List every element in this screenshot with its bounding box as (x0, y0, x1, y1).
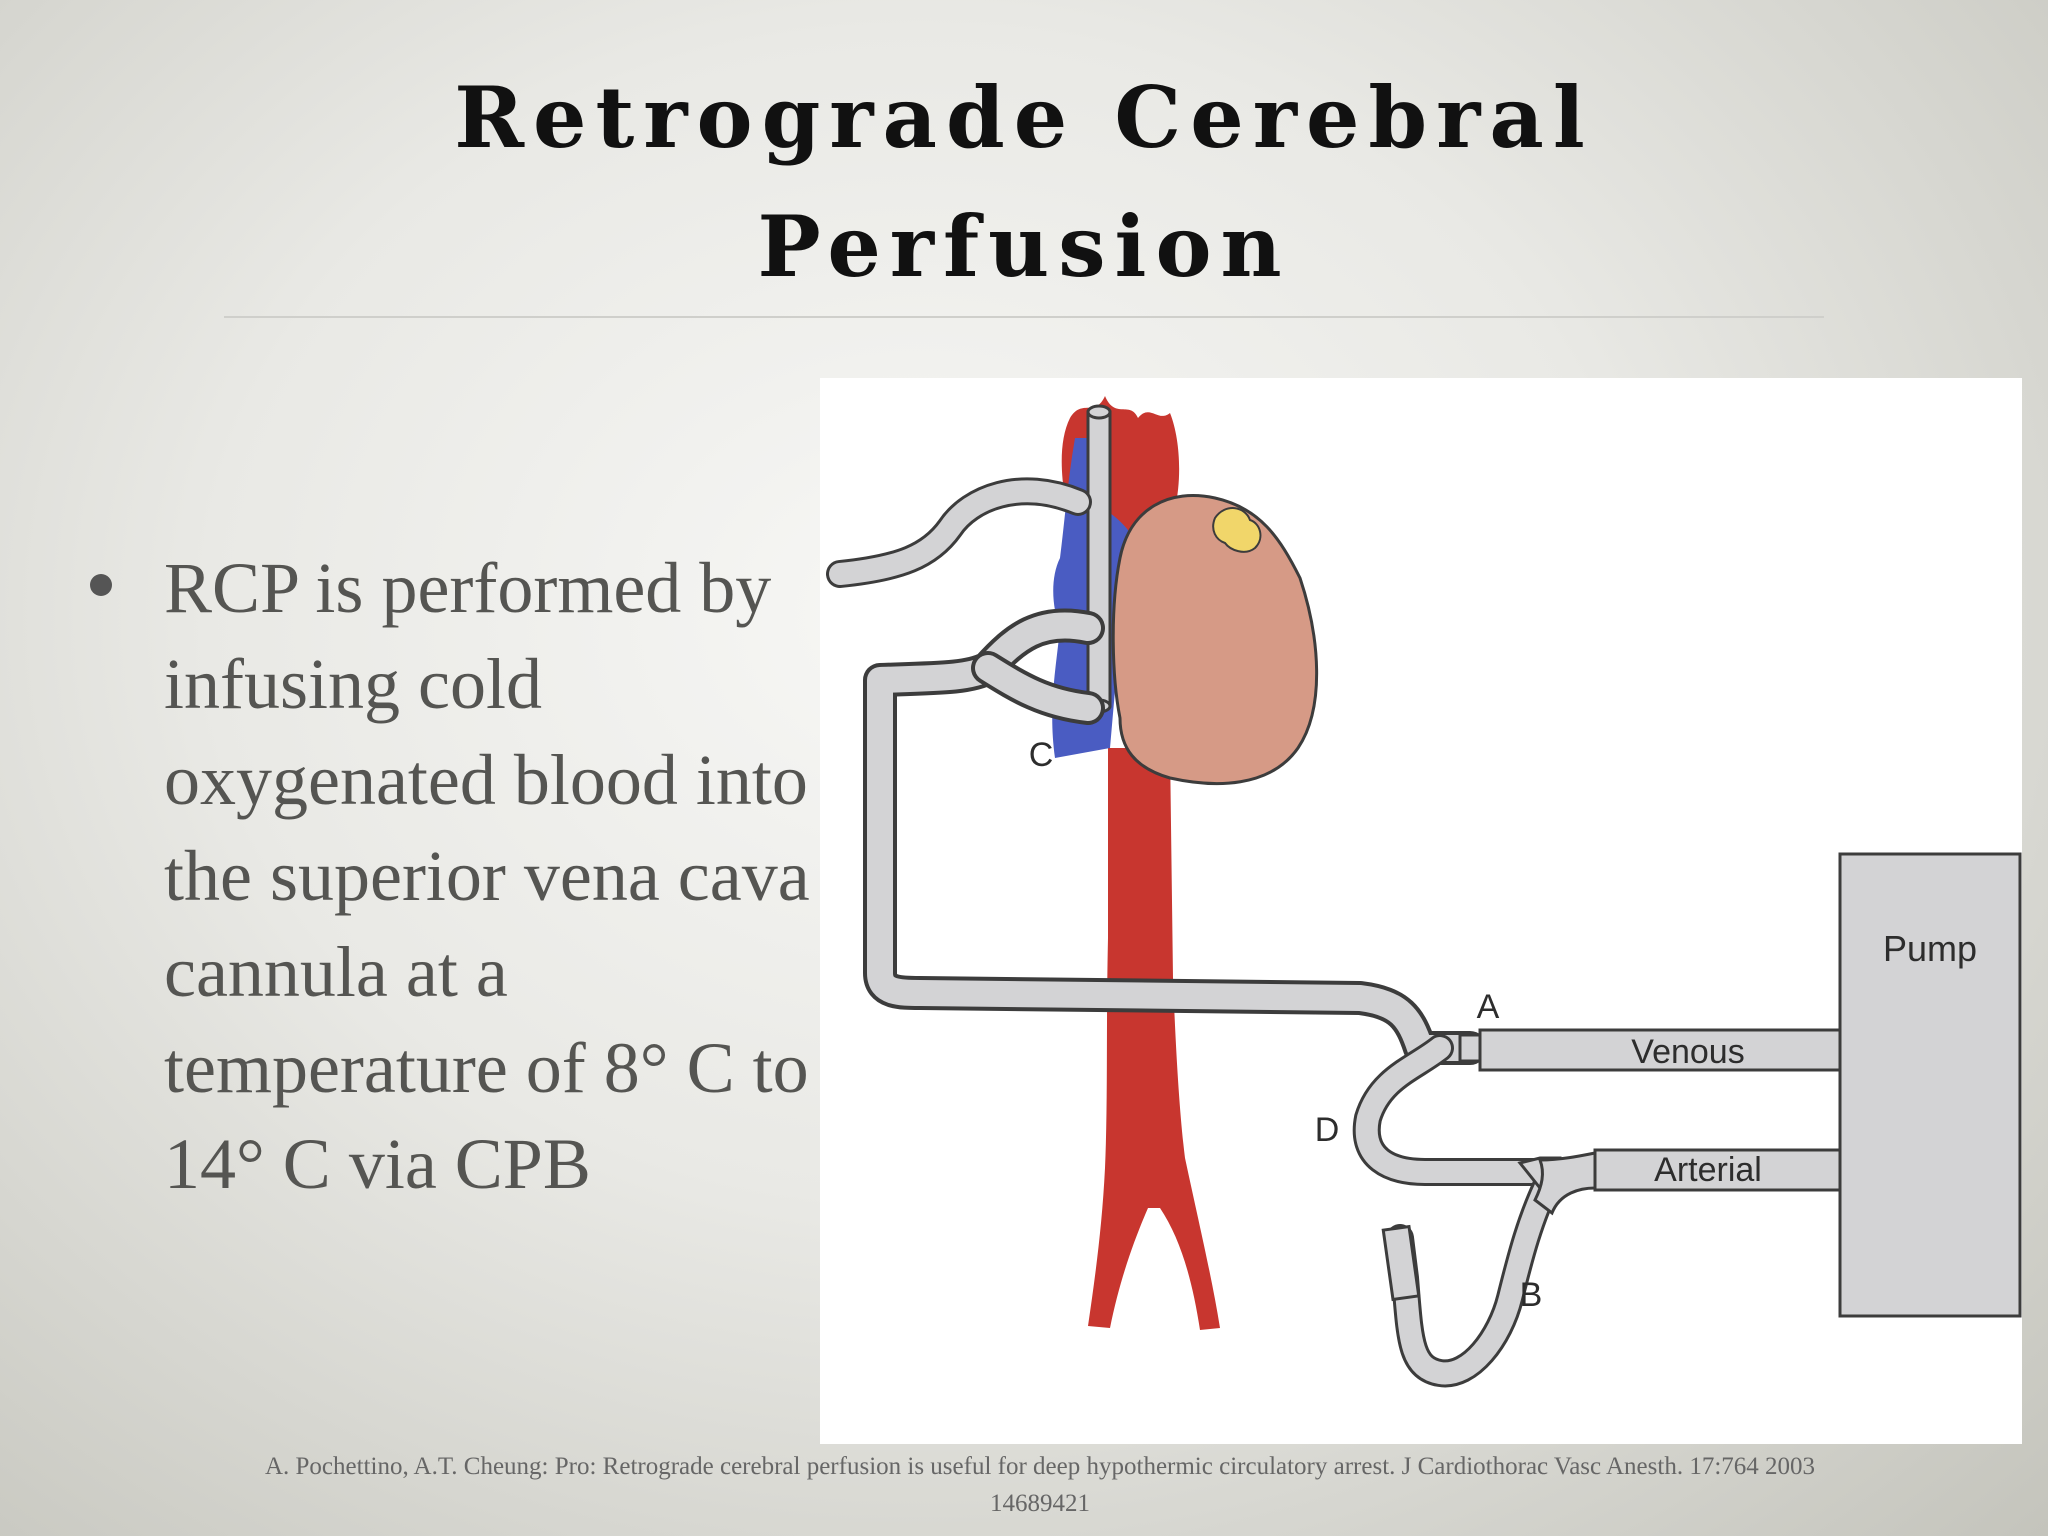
citation-line-2: 14689421 (990, 1490, 1090, 1517)
heart (1111, 494, 1319, 786)
rcp-circuit-diagram: Pump Venous Arterial A B C D (820, 378, 2022, 1444)
label-arterial: Arterial (1654, 1151, 1762, 1189)
label-c: C (1029, 736, 1054, 774)
citation: A. Pochettino, A.T. Cheung: Pro: Retrogr… (80, 1448, 2000, 1522)
fat-pad (1212, 507, 1262, 553)
citation-line-1: A. Pochettino, A.T. Cheung: Pro: Retrogr… (264, 1453, 1816, 1480)
label-venous: Venous (1631, 1033, 1744, 1071)
bypass-tubing (826, 477, 1564, 1388)
label-b: B (1520, 1276, 1543, 1314)
label-a: A (1477, 988, 1500, 1026)
title-divider (224, 316, 1824, 318)
pump-box (1838, 852, 2022, 1318)
bullet-text: RCP is performed by infusing cold oxygen… (164, 548, 810, 1204)
venous-line (1458, 1028, 1907, 1072)
femoral-cannula (1381, 1224, 1421, 1302)
slide-title-line-1: Retrograde Cerebral (454, 68, 1594, 167)
label-d: D (1315, 1111, 1340, 1149)
label-pump: Pump (1883, 928, 1977, 969)
slide-title-line-2: Perfusion (757, 197, 1291, 296)
svc-cannula (1086, 404, 1112, 714)
bullet-marker-icon (90, 574, 112, 596)
descending-aorta (1088, 748, 1220, 1330)
